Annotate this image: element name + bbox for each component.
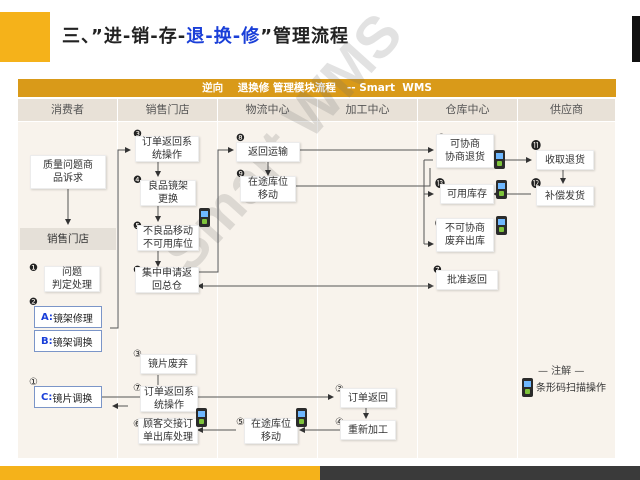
lane-header-consumer: 消费者 (18, 99, 118, 121)
node-reprocess: 重新加工 (340, 420, 396, 440)
option-a-frame-repair: A:镜架修理 (34, 306, 102, 328)
lane-header-warehouse: 仓库中心 (418, 99, 518, 121)
step-p4-number: ④ (335, 418, 344, 428)
scanner-icon (296, 408, 307, 427)
node-order-return: 订单返回 (340, 388, 396, 408)
scanner-icon (496, 180, 507, 199)
step-12-number: ⓬ (531, 179, 541, 190)
scanner-icon (522, 378, 533, 397)
step-11-number: ⓫ (531, 141, 541, 152)
node-negotiable-return: 可协商 协商退货 (436, 134, 494, 168)
option-b-frame-exchange: B:镜架调换 (34, 330, 102, 352)
lane-warehouse (418, 122, 518, 458)
node-defect-move: 不良品移动 不可用库位 (137, 225, 199, 251)
page-title: 三、”进-销-存-退-换-修”管理流程 (62, 22, 349, 48)
node-compensation-ship: 补偿发货 (536, 186, 594, 206)
node-quality-complaint: 质量问题商 品诉求 (30, 155, 106, 189)
scanner-icon (196, 408, 207, 427)
node-approve-return: 批准返回 (436, 270, 498, 290)
scanner-icon (199, 208, 210, 227)
node-lens-order-return: 订单返回系 统操作 (140, 386, 198, 412)
flow-header-bar: 逆向 退换修 管理模块流程 -- Smart WMS (18, 79, 616, 97)
node-lens-discard: 镜片废弃 (140, 354, 196, 374)
option-c-lens-exchange: C:镜片调换 (34, 386, 102, 408)
step-2-number: ❷ (29, 297, 38, 308)
step-9-number: ❾ (236, 169, 245, 180)
node-return-request: 集中申请返 回总仓 (135, 267, 199, 293)
node-receive-return: 收取退货 (536, 150, 594, 170)
node-problem-judgement: 问题 判定处理 (44, 266, 100, 292)
lane-header-supplier: 供应商 (518, 99, 616, 121)
title-highlight: 退-换-修 (186, 26, 261, 47)
right-edge-bar (632, 16, 640, 62)
lane-header-store: 销售门店 (118, 99, 218, 121)
step-8-number: ❽ (236, 133, 245, 144)
node-order-return-system: 订单返回系 统操作 (135, 136, 199, 162)
scanner-icon (496, 216, 507, 235)
node-transit-move: 在途库位 移动 (240, 176, 296, 202)
scanner-icon (494, 150, 505, 169)
step-c1-number: ① (29, 377, 38, 388)
step-c6-number: ⑥ (133, 420, 142, 430)
step-1-number: ❶ (29, 263, 38, 274)
node-good-frame-replace: 良品镜架 更换 (140, 180, 196, 206)
step-c7-number: ⑦ (133, 383, 142, 394)
lane-header-logistics: 物流中心 (218, 99, 318, 121)
legend-scan-label: 条形码扫描操作 (536, 383, 606, 394)
node-non-negotiable-discard: 不可协商 废弃出库 (436, 218, 494, 252)
node-return-transport: 返回运输 (236, 142, 300, 162)
step-c3-number: ③ (133, 349, 142, 360)
title-accent-block (0, 12, 50, 62)
lane-header-processing: 加工中心 (318, 99, 418, 121)
node-customer-handover: 顾客交接订 单出库处理 (138, 418, 198, 444)
step-4-number: ❹ (133, 175, 142, 186)
step-p3-number: ③ (335, 385, 344, 395)
title-part-3: ”管理流程 (260, 26, 350, 47)
step-3-number: ❸ (133, 129, 142, 140)
node-transit-move-lens: 在途库位 移动 (244, 418, 298, 444)
footer-bar-dark (320, 466, 640, 480)
step-c5-number: ⑤ (236, 417, 245, 428)
node-store-label: 销售门店 (20, 228, 116, 250)
legend-title: — 注解 — (538, 366, 585, 377)
node-available-stock: 可用库存 (440, 184, 494, 204)
footer-bar-yellow (0, 466, 320, 480)
lane-supplier (518, 122, 616, 458)
title-part-1: 三、”进-销-存- (62, 26, 187, 47)
